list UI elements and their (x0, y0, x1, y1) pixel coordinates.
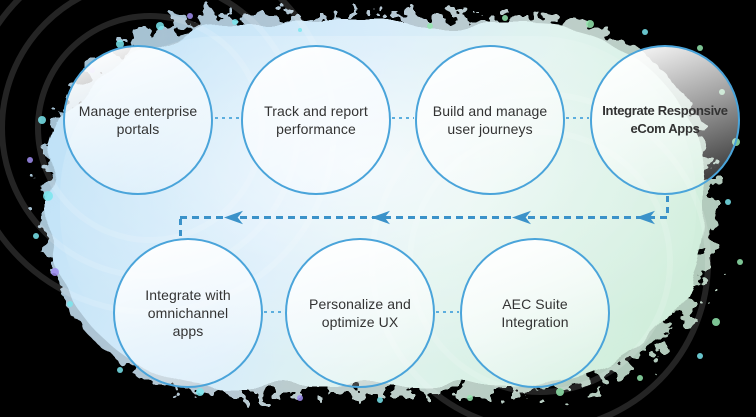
node-integrate-responsive-ecom-apps: Integrate Responsive eCom Apps (590, 45, 740, 195)
node-line: Track and report (264, 103, 368, 119)
node-line: Integrate with (145, 287, 231, 303)
connector-top-1-2 (215, 117, 240, 119)
connector-bottom-1-2 (264, 311, 284, 313)
node-integrate-with-omnichannel-apps: Integrate with omnichannel apps (113, 238, 263, 388)
node-line: Manage enterprise (78, 103, 198, 119)
node-line: AEC Suite (502, 296, 568, 312)
node-line: apps (172, 323, 204, 339)
node-label: AEC Suite Integration (501, 295, 568, 331)
node-line: Personalize and (309, 296, 411, 312)
node-track-and-report-performance: Track and report performance (241, 45, 391, 195)
node-label: Integrate Responsive eCom Apps (602, 102, 728, 138)
node-personalize-and-optimize-ux: Personalize and optimize UX (285, 238, 435, 388)
node-line: performance (276, 121, 356, 137)
connector-top-2-3 (392, 117, 414, 119)
return-line-drop-left (179, 219, 182, 238)
node-label: Personalize and optimize UX (309, 295, 411, 331)
node-line: portals (116, 121, 160, 137)
node-line: optimize UX (321, 314, 399, 330)
node-aec-suite-integration: AEC Suite Integration (460, 238, 610, 388)
node-line: eCom Apps (630, 121, 700, 136)
node-line: Integrate Responsive (602, 103, 728, 118)
node-line: omnichannel (147, 305, 229, 321)
node-label: Track and report performance (264, 102, 368, 138)
node-line: Build and manage (432, 103, 548, 119)
node-line: Integration (501, 314, 569, 330)
node-build-and-manage-user-journeys: Build and manage user journeys (415, 45, 565, 195)
node-label: Integrate with omnichannel apps (145, 286, 230, 340)
connector-bottom-2-3 (436, 311, 459, 313)
node-label: Manage enterprise portals (79, 102, 197, 138)
node-line: user journeys (447, 121, 533, 137)
node-label: Build and manage user journeys (433, 102, 547, 138)
return-line-drop-right (666, 196, 669, 216)
connector-top-3-4 (566, 117, 589, 119)
node-manage-enterprise-portals: Manage enterprise portals (63, 45, 213, 195)
return-line-horizontal (180, 216, 668, 219)
